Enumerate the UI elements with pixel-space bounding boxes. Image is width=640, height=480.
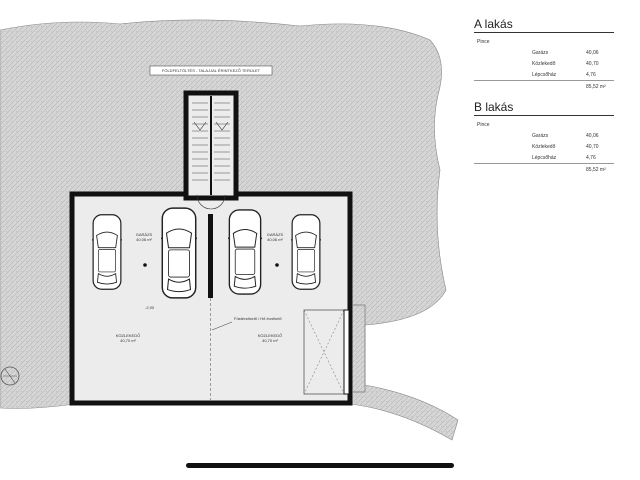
table-row: Lépcsőház 4,76 — [474, 152, 614, 164]
room-name: Közlekedő — [532, 144, 556, 150]
room-label: KÖZLEKEDŐ — [116, 333, 140, 338]
room-label: GARÁZS — [136, 232, 153, 237]
apartment-title: B lakás — [474, 100, 614, 116]
table-row: Közlekedő 40,70 — [474, 141, 614, 152]
room-name: Közlekedő — [532, 61, 556, 67]
detector-note: Füstérzékelő / Hő érzékelő — [234, 316, 282, 321]
room-area: 40,06 m² — [136, 237, 152, 242]
room-value: 40,06 — [586, 133, 599, 139]
room-value: 4,76 — [586, 72, 596, 78]
room-area: 40,70 m² — [120, 338, 136, 343]
room-name: Lépcsőház — [532, 155, 557, 161]
room-name: Lépcsőház — [532, 72, 557, 78]
car-icon — [92, 214, 122, 290]
room-value: 4,76 — [586, 155, 596, 161]
entrance-path — [352, 304, 366, 393]
center-wall — [208, 214, 213, 298]
total-value: 85,52 m² — [586, 84, 606, 90]
total-row: 85,52 m² — [474, 81, 614, 92]
fill-label: FÖLDFELTÖLTÉS - TALAJJAL ÉRINTKEZŐ TERÜL… — [162, 68, 261, 73]
room-name: Garázs — [532, 133, 549, 139]
level-name: Pince — [477, 122, 490, 128]
car-icon — [291, 214, 321, 290]
room-name: Garázs — [532, 50, 549, 56]
car-icon — [228, 209, 262, 295]
drain-icon — [275, 263, 279, 267]
door-swing-left — [196, 194, 212, 210]
fill-label-box — [149, 65, 273, 76]
drain-icon — [143, 263, 147, 267]
stair-treads — [192, 102, 230, 181]
car-icon — [161, 207, 197, 299]
garage-door — [343, 309, 350, 395]
level-name: Pince — [477, 39, 490, 45]
table-row: Közlekedő 40,70 — [474, 58, 614, 69]
room-area: 40,70 m² — [262, 338, 278, 343]
north-arrow-icon — [0, 366, 20, 386]
apartment-b-table: B lakás Pince Garázs 40,06 Közlekedő 40,… — [474, 100, 614, 175]
table-row: Garázs 40,06 — [474, 47, 614, 58]
apartment-title: A lakás — [474, 17, 614, 33]
horizontal-scrollbar[interactable] — [186, 463, 454, 468]
room-value: 40,06 — [586, 50, 599, 56]
room-label: GARÁZS — [267, 232, 284, 237]
total-row: 85,52 m² — [474, 164, 614, 175]
room-label: KÖZLEKEDŐ — [258, 333, 282, 338]
apartment-a-table: A lakás Pince Garázs 40,06 Közlekedő 40,… — [474, 17, 614, 92]
room-area: 40,06 m² — [267, 237, 283, 242]
room-value: 40,70 — [586, 144, 599, 150]
table-row: Garázs 40,06 — [474, 130, 614, 141]
level-mark: -2,90 — [145, 305, 155, 310]
door-swing-right — [210, 194, 226, 210]
table-row: Lépcsőház 4,76 — [474, 69, 614, 81]
room-value: 40,70 — [586, 61, 599, 67]
leader-line — [211, 321, 233, 331]
total-value: 85,52 m² — [586, 167, 606, 173]
